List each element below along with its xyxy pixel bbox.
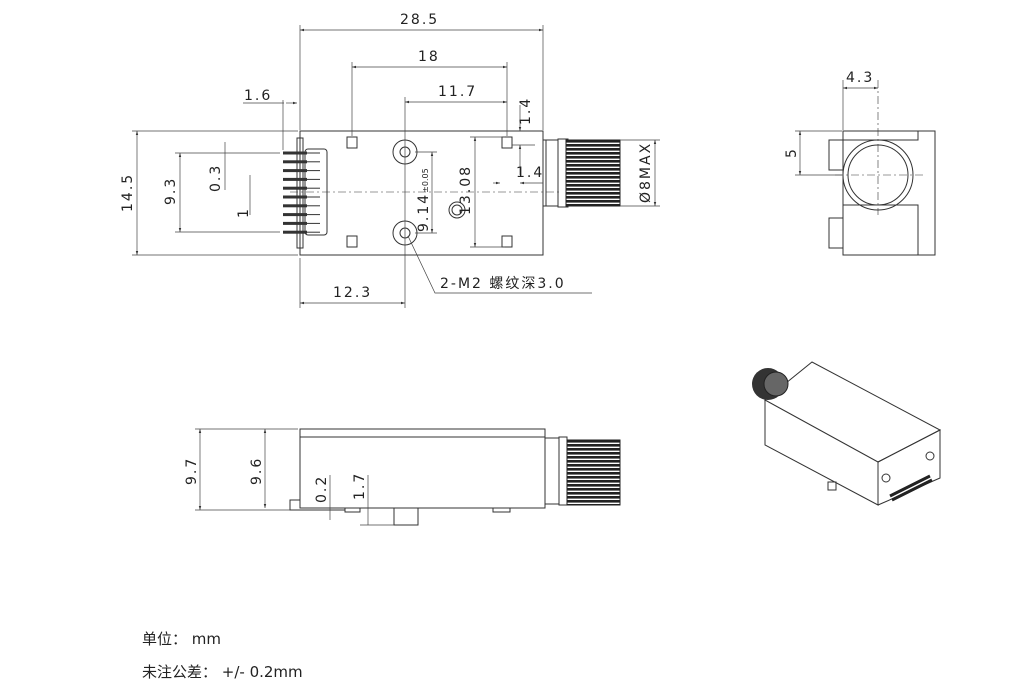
connector-pin (283, 160, 307, 164)
dim-hole-span: 18 (418, 49, 440, 65)
dim-peg-height: 1.7 (352, 472, 368, 500)
dim-pin-pitch: 1 (236, 207, 252, 218)
dim-body-height: 9.6 (249, 457, 265, 485)
dim-peg-spacing: 13.08 (458, 165, 474, 215)
dim-hole-from-left: 12.3 (333, 285, 372, 301)
dim-standoff: 0.2 (314, 475, 330, 503)
dim-total-height: 9.7 (184, 457, 200, 485)
connector-pin (283, 213, 307, 217)
thread-callout: 2-M2 螺纹深3.0 (440, 276, 566, 292)
dim-center-y: 5 (784, 147, 800, 158)
dim-height: 14.5 (120, 173, 136, 212)
dim-peg-offset-top: 1.4 (518, 97, 534, 125)
end-view: 4.3 5 (784, 70, 936, 256)
connector-pin (283, 186, 307, 190)
connector-pin (283, 177, 307, 181)
connector-pin (283, 151, 307, 155)
dim-overall-length: 28.5 (400, 12, 439, 28)
top-view (283, 130, 621, 256)
dim-thread-diameter: Ø8MAX (638, 142, 654, 203)
dim-pin-width: 0.3 (208, 164, 224, 192)
tolerance-note: 未注公差： +/- 0.2mm (142, 663, 303, 681)
connector-pin (283, 169, 307, 173)
side-view: 9.7 9.6 0.2 1.7 (184, 428, 621, 526)
dim-connector-offset: 1.6 (244, 88, 272, 104)
dim-center-x: 4.3 (846, 70, 874, 86)
dim-hole-spacing: 9.14±0.05 (416, 168, 432, 232)
dim-peg-offset-side: 1.4 (516, 165, 544, 181)
connector-pin (283, 230, 307, 234)
connector-pin (283, 221, 307, 225)
dim-hole-to-edge: 11.7 (438, 84, 477, 100)
isometric-view (752, 361, 942, 506)
top-view-dimensions: 28.5 18 11.7 1.6 14.5 9.3 0.3 1 9.14±0.0… (120, 12, 660, 308)
connector-pin (283, 204, 307, 208)
dim-pin-span: 9.3 (163, 177, 179, 205)
unit-note: 单位： mm (142, 630, 221, 648)
connector-pin (283, 195, 307, 199)
